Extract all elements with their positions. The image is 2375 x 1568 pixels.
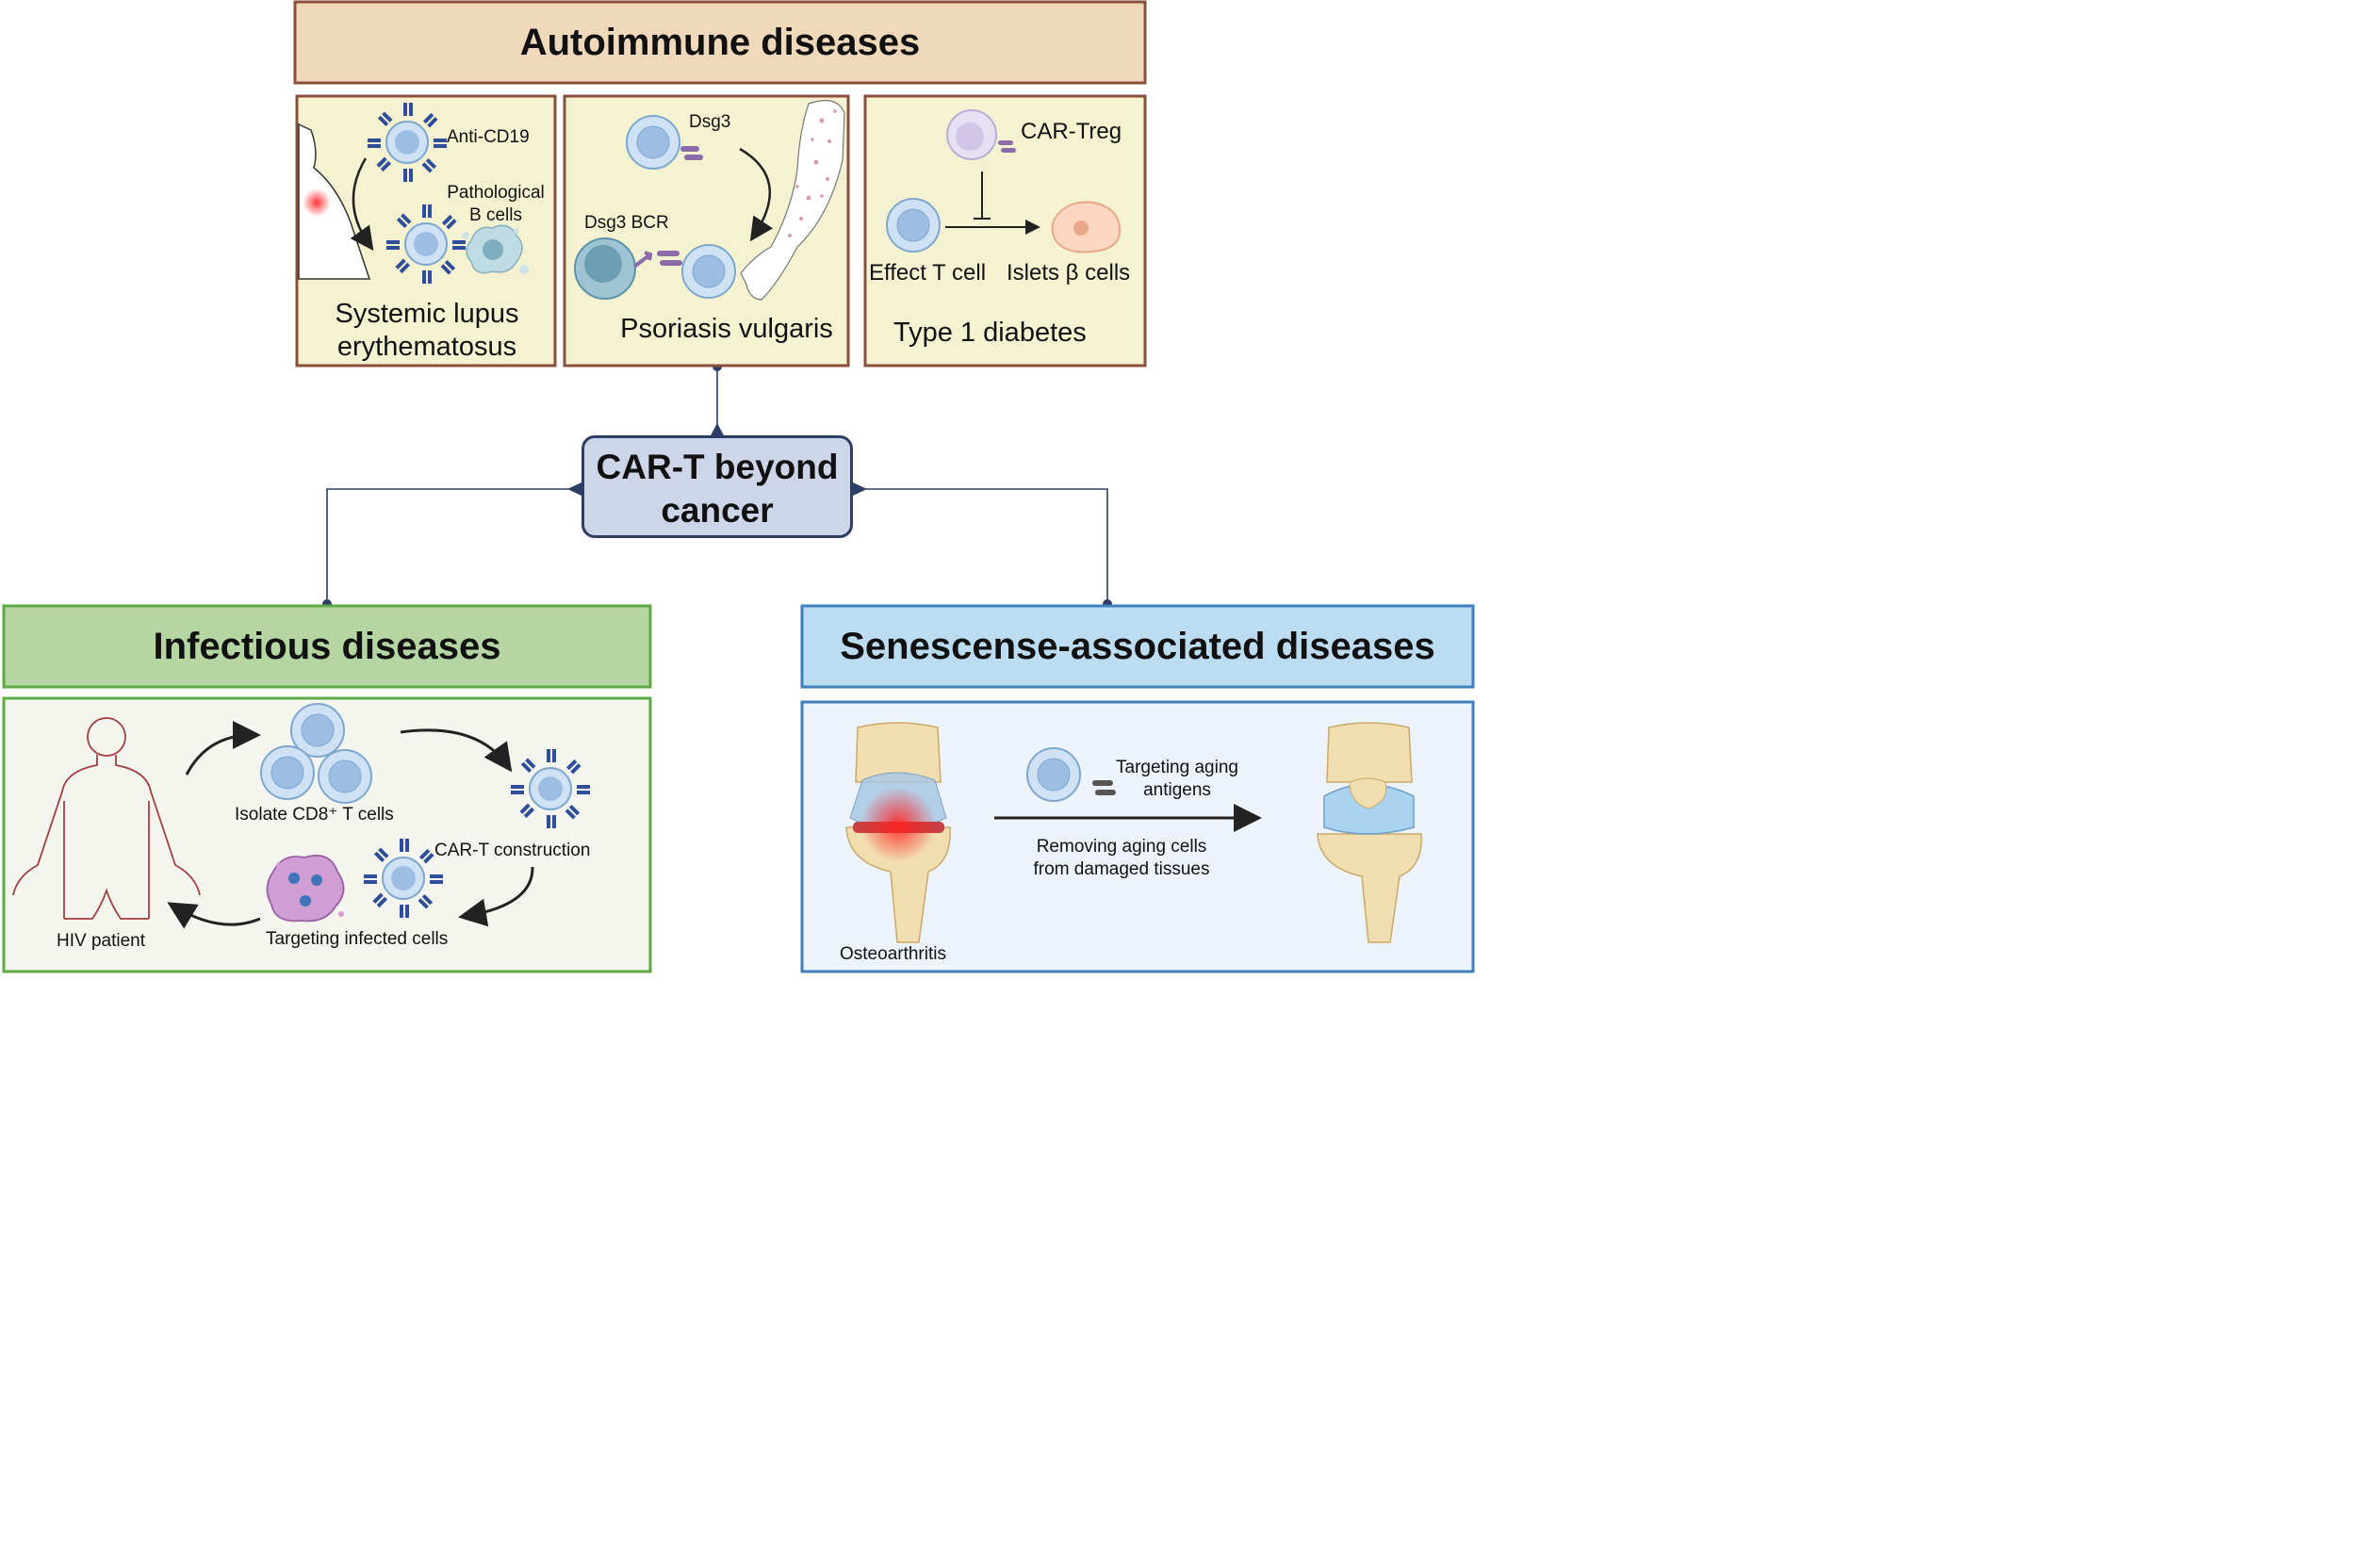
diagram-canvas	[2, 0, 1475, 973]
car-t-construction-label: CAR-T construction	[434, 841, 591, 860]
psoriasis-arrow	[739, 147, 774, 242]
pathological-line2: B cells	[469, 205, 522, 225]
osteoarthritis-label: Osteoarthritis	[840, 944, 946, 964]
healthy-knee-icon	[1317, 722, 1422, 943]
dsg3-receptor-icon	[680, 146, 703, 160]
anti-cd19-label: Anti-CD19	[447, 127, 530, 147]
infected-cell-icon	[266, 855, 345, 923]
damaged-knee-icon	[845, 722, 951, 943]
car-t-cell-icon	[681, 244, 736, 299]
targeting-aging-line1: Targeting aging	[1116, 758, 1238, 777]
islet-beta-cell-icon	[1051, 201, 1122, 253]
sle-name-line1: Systemic lupus	[335, 299, 519, 329]
b-cell-icon	[574, 237, 636, 300]
targeting-aging-line2: antigens	[1143, 780, 1211, 800]
psoriasis-name: Psoriasis vulgaris	[620, 314, 833, 344]
car-treg-label: CAR-Treg	[1021, 119, 1122, 144]
infectious-title: Infectious diseases	[153, 625, 501, 667]
islets-beta-cells-label: Islets β cells	[1007, 260, 1131, 286]
diabetes-name: Type 1 diabetes	[893, 318, 1087, 348]
removing-aging-label: Removing aging cells from damaged tissue…	[1013, 836, 1230, 881]
car-t-cell-icon	[1026, 747, 1081, 802]
sle-arrow	[350, 157, 374, 252]
targeting-aging-label: Targeting aging antigens	[1101, 757, 1253, 802]
senescence-header-box	[800, 604, 1475, 689]
sle-name-line2: erythematosus	[336, 332, 517, 362]
receptor-icon	[1092, 780, 1116, 795]
cd8-t-cell-icon	[318, 749, 372, 804]
center-title-line2: cancer	[661, 491, 774, 530]
removing-aging-line2: from damaged tissues	[1033, 859, 1210, 879]
autoimmune-title: Autoimmune diseases	[519, 21, 921, 63]
center-title-line1: CAR-T beyond	[596, 448, 839, 486]
pathological-b-cell-icon	[462, 224, 529, 274]
infectious-header-box	[2, 604, 652, 689]
car-treg-cell-icon	[946, 109, 997, 160]
hiv-patient-label: HIV patient	[57, 931, 145, 951]
arm-illustration	[740, 100, 845, 301]
pathological-b-cells-label: Pathological B cells	[437, 182, 554, 227]
pathological-line1: Pathological	[447, 183, 545, 203]
dsg3-label: Dsg3	[689, 112, 731, 132]
effect-t-cell-label: Effect T cell	[869, 260, 987, 286]
cd8-t-cell-icon	[260, 745, 315, 800]
sle-name: Systemic lupus erythematosus	[300, 298, 554, 364]
inhibition-marker	[974, 172, 991, 220]
center-box: CAR-T beyond cancer	[581, 435, 853, 538]
dsg3-cell-icon	[626, 115, 680, 170]
dsg3-bcr-label: Dsg3 BCR	[584, 213, 669, 233]
effect-t-cell-icon	[886, 198, 941, 253]
isolate-cd8-label: Isolate CD8⁺ T cells	[235, 805, 394, 825]
autoimmune-header-box	[293, 0, 1147, 85]
removing-aging-line1: Removing aging cells	[1036, 837, 1207, 857]
targeting-infected-label: Targeting infected cells	[266, 929, 449, 949]
senescence-title: Senescense-associated diseases	[840, 625, 1435, 667]
hiv-patient-outline-icon	[12, 717, 201, 920]
car-t-receptor-icon	[632, 251, 653, 269]
